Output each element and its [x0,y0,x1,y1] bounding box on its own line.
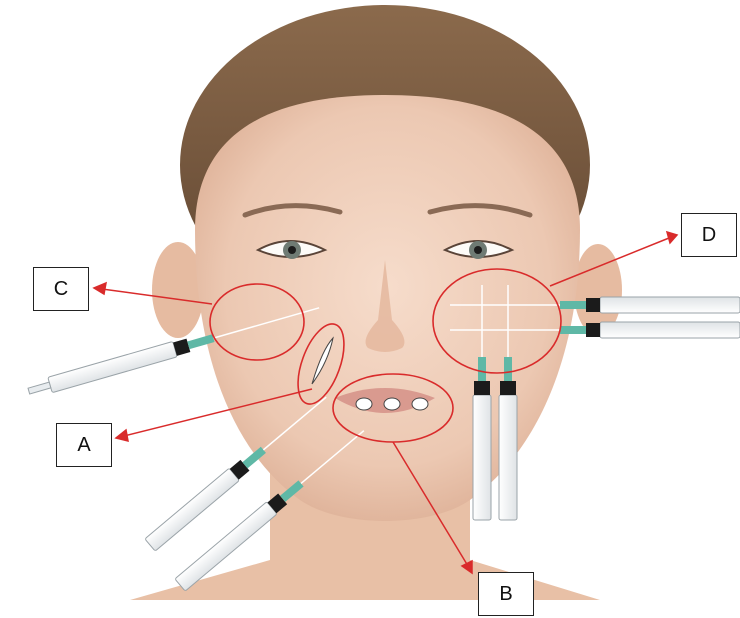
label-a: A [56,423,112,467]
label-c: C [33,267,89,311]
zone-b-dot-3 [412,398,428,410]
label-d: D [681,213,737,257]
label-b: B [478,572,534,616]
zone-b-dot-1 [356,398,372,410]
zone-b-dot-2 [384,398,400,410]
